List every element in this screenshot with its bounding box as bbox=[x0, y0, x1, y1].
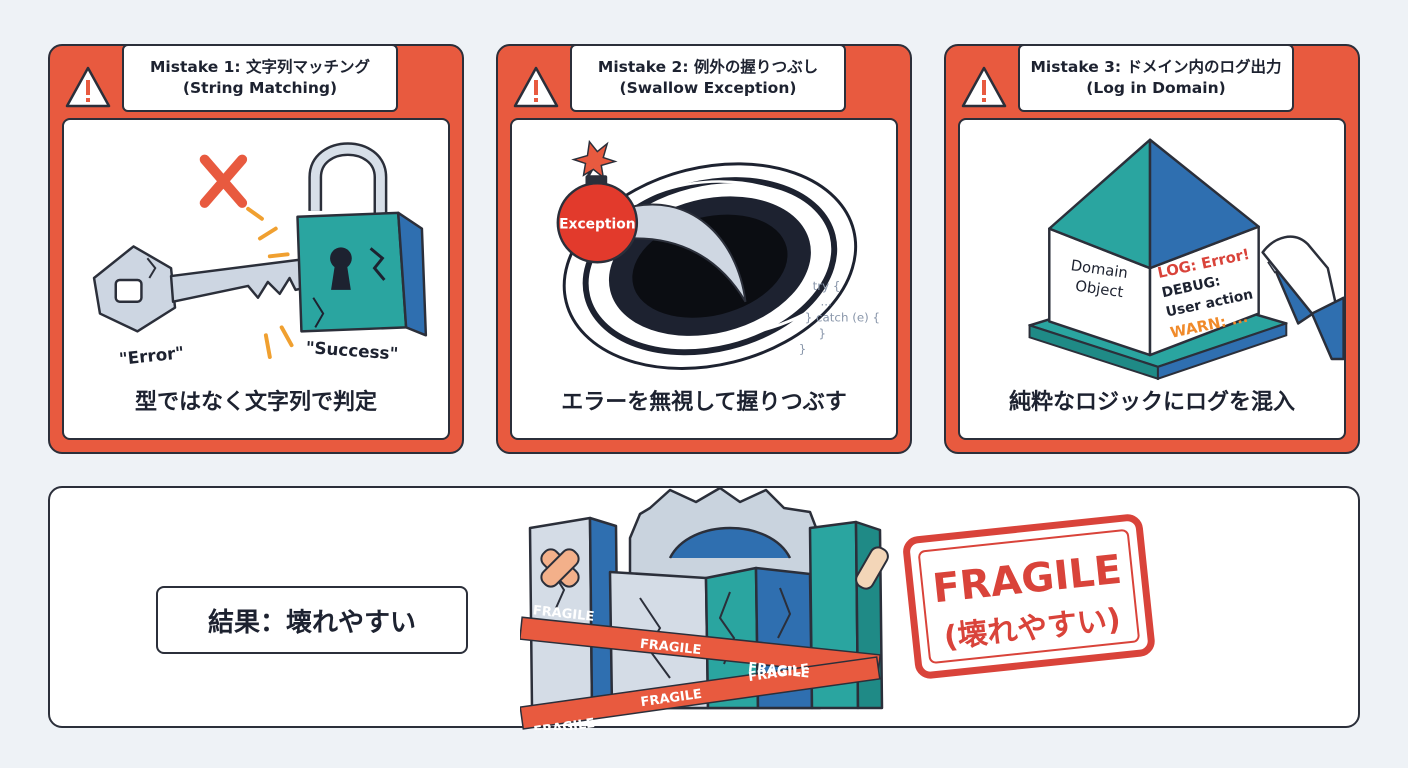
result-label: 結果：壊れやすい bbox=[156, 586, 468, 654]
card-title-line1: Mistake 3: ドメイン内のログ出力 bbox=[1030, 58, 1282, 77]
card-title: Mistake 1: 文字列マッチング (String Matching) bbox=[122, 44, 398, 112]
card-title-line1: Mistake 1: 文字列マッチング bbox=[149, 58, 370, 77]
fragile-tape-label: FRAGILE bbox=[747, 660, 810, 681]
key-icon bbox=[92, 245, 315, 333]
error-label: "Error" bbox=[118, 342, 185, 369]
code-line: } bbox=[819, 326, 827, 340]
black-hole-illustration: Exception try { ... } catch (e) { } } bbox=[556, 139, 880, 370]
bomb-icon: Exception bbox=[556, 139, 639, 264]
mistake-card-2: Mistake 2: 例外の握りつぶし (Swallow Exception) bbox=[496, 44, 912, 454]
code-line: ... bbox=[821, 295, 832, 309]
key-lock-illustration: "Error" "Success" bbox=[92, 142, 428, 369]
mistake-card-1: Mistake 1: 文字列マッチング (String Matching) bbox=[48, 44, 464, 454]
card-caption: 型ではなく文字列で判定 bbox=[134, 390, 377, 415]
card-title-line2: (String Matching) bbox=[182, 79, 338, 97]
card-caption: エラーを無視して握りつぶす bbox=[561, 390, 847, 415]
warning-icon bbox=[65, 66, 111, 108]
hand-icon bbox=[1261, 235, 1344, 361]
fragile-tape-label: FRAGILE bbox=[639, 637, 702, 658]
card-caption: 純粋なロジックにログを混入 bbox=[1008, 390, 1295, 415]
card-title: Mistake 2: 例外の握りつぶし (Swallow Exception) bbox=[570, 44, 846, 112]
object-label: Object bbox=[1074, 278, 1124, 302]
card-title-line2: (Swallow Exception) bbox=[619, 79, 797, 97]
card-title-line1: Mistake 2: 例外の握りつぶし bbox=[597, 58, 819, 77]
black-hole-icon bbox=[562, 162, 858, 370]
code-snippet: try { ... } catch (e) { } } bbox=[799, 279, 880, 356]
card-title-line2: (Log in Domain) bbox=[1086, 79, 1226, 97]
exception-label: Exception bbox=[559, 217, 635, 233]
fragile-tape bbox=[520, 616, 881, 730]
code-line: } bbox=[799, 342, 807, 356]
card-title: Mistake 3: ドメイン内のログ出力 (Log in Domain) bbox=[1018, 44, 1294, 112]
fragile-system-illustration: FRAGILE FRAGILE FRAGILE FRAGILE FRAGILE … bbox=[520, 486, 1155, 730]
code-line: } catch (e) { bbox=[805, 310, 880, 324]
card-illustration-panel: Domain Object LOG: Error! DEBUG: User ac… bbox=[958, 118, 1346, 440]
card-illustration-panel: "Error" "Success" 型ではなく文字列で判定 bbox=[62, 118, 450, 440]
warning-icon bbox=[961, 66, 1007, 108]
red-x-icon bbox=[199, 154, 248, 208]
code-line: try { bbox=[813, 279, 841, 293]
card-illustration-panel: Exception try { ... } catch (e) { } } エラ… bbox=[510, 118, 898, 440]
fragile-tape-label: FRAGILE bbox=[532, 603, 595, 624]
mistake-card-3: Mistake 3: ドメイン内のログ出力 (Log in Domain) Do… bbox=[944, 44, 1360, 454]
bandage-icon bbox=[540, 548, 580, 588]
fragile-stamp: FRAGILE (壊れやすい) bbox=[903, 514, 1155, 679]
padlock-icon bbox=[296, 142, 428, 337]
result-panel: 結果：壊れやすい bbox=[48, 486, 1360, 730]
spark-icon bbox=[246, 206, 294, 359]
warning-icon bbox=[513, 66, 559, 108]
bandage-icon bbox=[855, 546, 889, 590]
domain-object-illustration: Domain Object LOG: Error! DEBUG: User ac… bbox=[1028, 138, 1344, 381]
success-label: "Success" bbox=[305, 337, 399, 363]
